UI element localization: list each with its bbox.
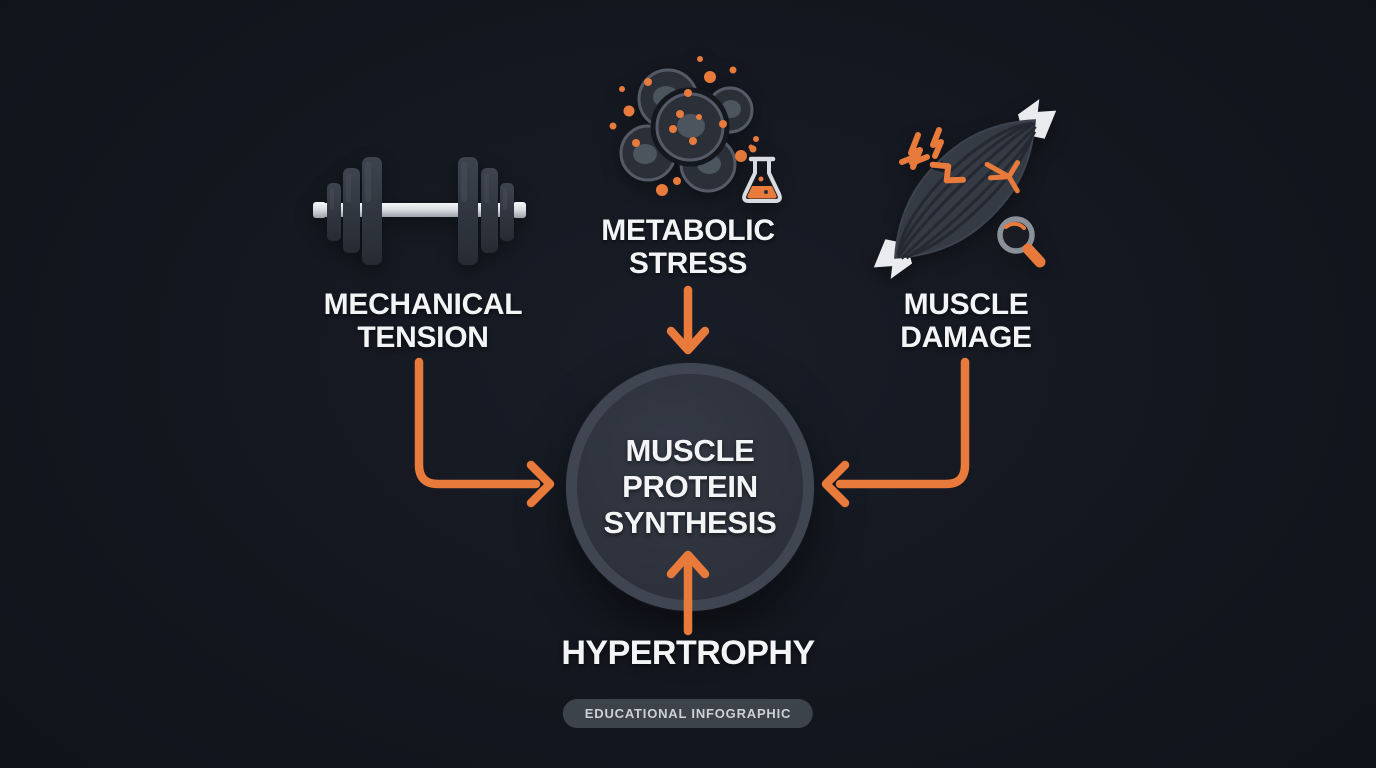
crack-lines [984, 160, 1021, 194]
center-label-line3: SYNTHESIS [603, 505, 777, 540]
factor-label-line: METABOLIC [601, 214, 775, 247]
hypertrophy-label: HYPERTROPHY [561, 634, 815, 672]
metabolite-dots [609, 56, 759, 196]
educational-infographic-badge: EDUCATIONAL INFOGRAPHIC [562, 699, 814, 728]
muscle-body [873, 99, 1057, 279]
cells-flask-icon [609, 56, 759, 196]
flask-icon [742, 145, 782, 203]
muscle-protein-synthesis-node: MUSCLE PROTEIN SYNTHESIS [566, 363, 814, 611]
factor-label-line: TENSION [357, 321, 489, 354]
factor-label-line: MECHANICAL [323, 288, 523, 321]
impact-bolts [899, 127, 944, 170]
factor-label-metabolic-stress: METABOLIC STRESS [601, 214, 775, 280]
cell-cluster [619, 68, 754, 193]
center-label-line1: MUSCLE [625, 433, 755, 468]
arrow-mechanical-tension-to-center [414, 357, 555, 508]
factor-label-line: STRESS [628, 247, 748, 280]
arrow-muscle-damage-to-center [821, 357, 970, 508]
factor-label-line: DAMAGE [900, 321, 1032, 354]
arrow-metabolic-stress-to-center [666, 285, 710, 355]
factor-label-muscle-damage: MUSCLE DAMAGE [900, 288, 1032, 354]
dumbbell-icon [313, 157, 526, 265]
center-node-label: MUSCLE PROTEIN SYNTHESIS [603, 433, 776, 541]
magnifier [997, 216, 1046, 268]
torn-muscle-magnifier-icon [873, 99, 1057, 279]
factor-label-mechanical-tension: MECHANICAL TENSION [324, 288, 523, 354]
factor-label-line: MUSCLE [903, 288, 1029, 321]
center-label-line2: PROTEIN [622, 469, 758, 504]
